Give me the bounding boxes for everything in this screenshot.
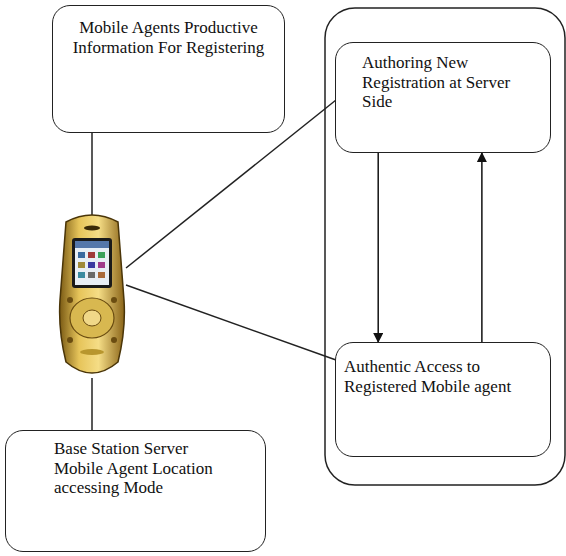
leader-line xyxy=(91,378,93,431)
box-label: Authentic Access to Registered Mobile ag… xyxy=(344,357,538,396)
arrow-connector xyxy=(481,153,483,342)
leader-line xyxy=(126,285,336,360)
box-label: Base Station Server Mobile Agent Locatio… xyxy=(54,439,215,498)
mobile-phone xyxy=(60,215,125,373)
box-label: Mobile Agents Productive Information For… xyxy=(63,18,274,57)
process-box: Authoring New Registration at Server Sid… xyxy=(335,42,551,153)
arrow-connector xyxy=(377,153,379,342)
process-box: Authentic Access to Registered Mobile ag… xyxy=(335,342,551,457)
leader-line xyxy=(91,133,93,217)
box-label: Authoring New Registration at Server Sid… xyxy=(362,53,538,112)
process-box: Base Station Server Mobile Agent Locatio… xyxy=(5,430,266,552)
process-box: Mobile Agents Productive Information For… xyxy=(52,5,285,133)
server-container xyxy=(325,8,565,485)
